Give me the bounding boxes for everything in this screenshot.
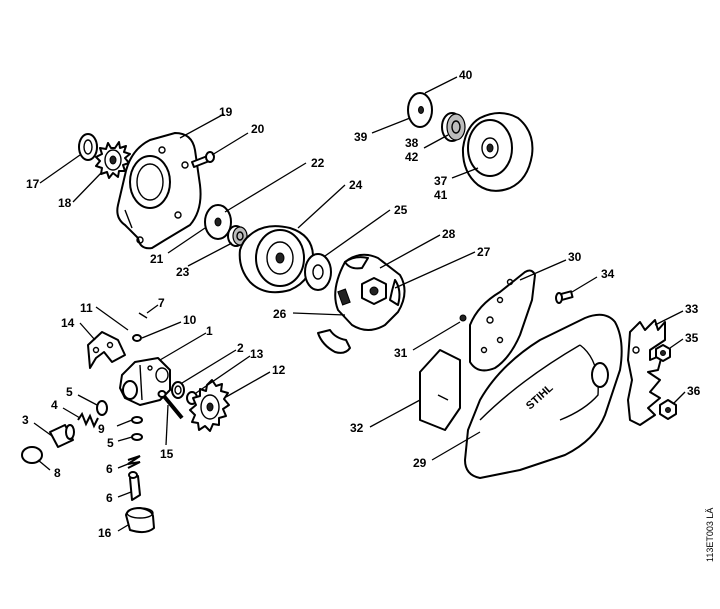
callout-label-37: 36 xyxy=(687,384,701,398)
callout-label-32: 31 xyxy=(394,346,408,360)
part-8-pin xyxy=(138,312,148,319)
callout-label-2: 2 xyxy=(237,341,244,355)
callout-label-42: 41 xyxy=(434,188,448,202)
callout-label-1: 1 xyxy=(206,324,213,338)
part-19-sprocket xyxy=(95,141,131,179)
callout-label-40: 39 xyxy=(354,130,368,144)
part-29-shoe xyxy=(317,329,351,354)
callout-label-11: 10 xyxy=(183,313,197,327)
part-23-washer xyxy=(204,204,232,240)
callout-label-36: 35 xyxy=(685,331,699,345)
part-16-screw xyxy=(157,390,184,420)
part-26-washer xyxy=(304,253,332,291)
callout-label-30: 29 xyxy=(413,456,427,470)
callout-label-12: 11 xyxy=(80,301,93,315)
callout-label-14: 13 xyxy=(250,347,264,361)
callout-labels: 19 20 17 18 22 21 23 24 25 28 27 26 xyxy=(22,68,701,540)
callout-label-13: 12 xyxy=(272,363,286,377)
drawing-code: 113ET003 LÄ xyxy=(705,508,715,562)
part-1-oil-pump xyxy=(119,357,171,406)
part-36-nut xyxy=(655,344,671,362)
callout-label-8: 7 xyxy=(158,296,165,310)
part-34-bumper-spike xyxy=(627,319,666,426)
callout-label-33: 32 xyxy=(350,421,364,435)
part-25-clutch-drum xyxy=(238,225,314,294)
callout-label-41: 40 xyxy=(459,68,473,82)
callout-label-4: 4 xyxy=(51,398,58,412)
part-29-clutch xyxy=(334,253,406,331)
callout-label-5-lower: 5 xyxy=(107,436,114,450)
callout-label-38: 37 xyxy=(434,174,448,188)
part-10-oring xyxy=(131,416,143,424)
part-31-guide-plate xyxy=(469,269,536,372)
part-35-screw xyxy=(555,290,574,304)
part-15-bracket xyxy=(87,331,126,369)
part-33-plate xyxy=(419,349,461,431)
part-30-sprocket-cover: STIHL xyxy=(464,313,623,479)
callout-label-6: 6 xyxy=(106,491,113,505)
callout-label-17: 16 xyxy=(98,526,112,540)
callout-label-22: 21 xyxy=(150,252,164,266)
callout-label-26: 25 xyxy=(394,203,408,217)
callout-label-16: 15 xyxy=(160,447,174,461)
callout-label-10: 9 xyxy=(98,422,105,436)
part-37-nut xyxy=(659,399,677,420)
part-39-bearing xyxy=(441,112,466,142)
callout-label-3: 3 xyxy=(22,413,29,427)
callout-label-34: 33 xyxy=(685,302,699,316)
callout-label-25: 24 xyxy=(349,178,363,192)
callout-label-24: 23 xyxy=(176,265,190,279)
callout-label-27: 26 xyxy=(273,307,287,321)
callout-label-19: 18 xyxy=(58,196,72,210)
callout-label-20: 19 xyxy=(219,105,233,119)
part-3-plug xyxy=(49,424,75,448)
callout-label-21: 20 xyxy=(251,122,265,136)
callout-label-43: 42 xyxy=(405,150,419,164)
part-9-cap xyxy=(21,446,43,464)
part-2-seal xyxy=(171,381,185,399)
callout-label-28: 27 xyxy=(477,245,491,259)
part-5-oring-upper xyxy=(96,400,108,416)
part-38-drum xyxy=(461,112,534,192)
callout-label-39: 38 xyxy=(405,136,419,150)
part-18-washer xyxy=(78,133,98,161)
part-4-spring xyxy=(77,411,99,429)
callout-label-35: 34 xyxy=(601,267,615,281)
callout-label-15: 14 xyxy=(61,316,75,330)
part-24-needle-bearing xyxy=(227,225,248,247)
callout-label-7: 6 xyxy=(106,462,113,476)
part-7-spring xyxy=(127,455,141,469)
callout-label-29: 28 xyxy=(442,227,456,241)
callout-label-9: 8 xyxy=(54,466,61,480)
part-6-suction-stem xyxy=(128,471,141,501)
part-5-oring-lower xyxy=(131,433,143,441)
callout-label-31: 30 xyxy=(568,250,582,264)
part-32-nut xyxy=(459,314,467,322)
part-20-housing xyxy=(116,132,202,250)
part-17-sleeve xyxy=(125,507,155,534)
callout-label-18: 17 xyxy=(26,177,40,191)
part-40-washer xyxy=(407,92,433,128)
callout-label-5-upper: 5 xyxy=(66,385,73,399)
part-11-oring xyxy=(132,334,142,342)
part-13-worm-gear xyxy=(189,379,230,432)
callout-label-23: 22 xyxy=(311,156,325,170)
